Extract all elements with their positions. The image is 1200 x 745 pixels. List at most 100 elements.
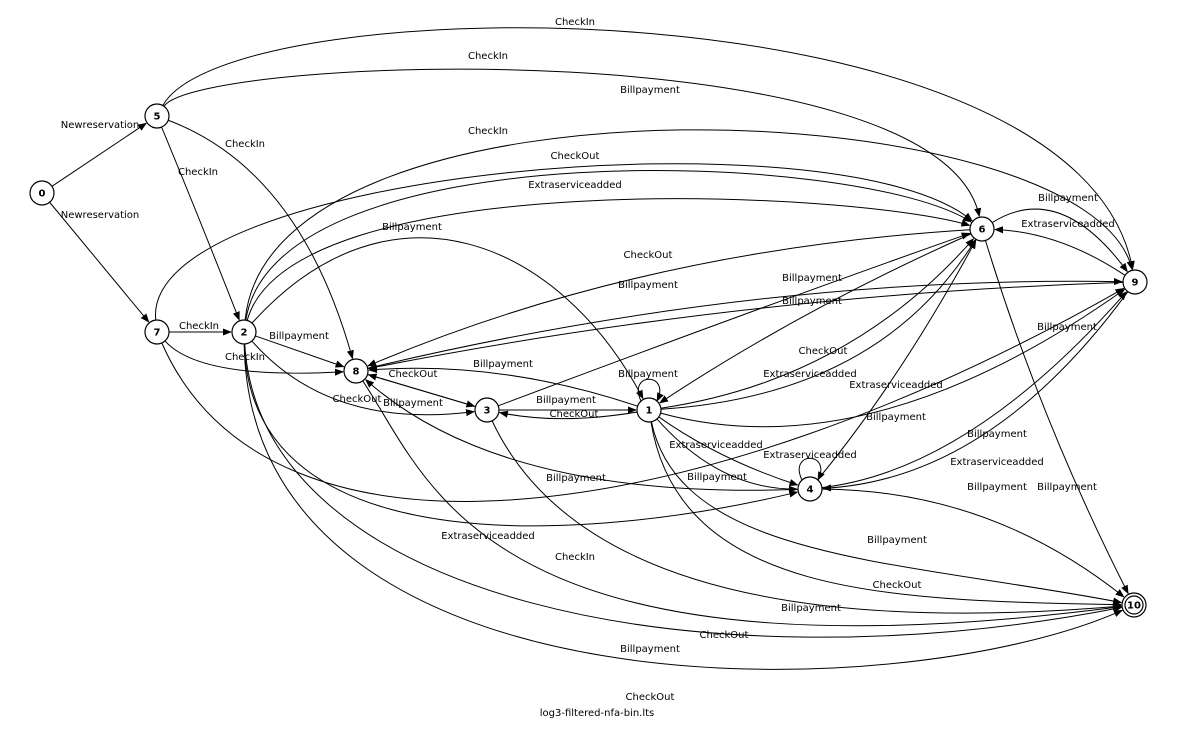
- edge-1-to-4: [658, 416, 799, 486]
- edge-5-to-2: [161, 126, 240, 321]
- edge-label-4-to-6: Extraserviceadded: [849, 380, 943, 391]
- edge-label-5-to-2: CheckIn: [178, 167, 218, 178]
- edge-label-1-to-3: CheckOut: [550, 409, 599, 420]
- edge-3-to-6: [498, 232, 971, 407]
- edge-label-3-to-6: Billpayment: [782, 296, 842, 307]
- edge-label-5-to-6: CheckIn: [468, 51, 508, 62]
- edge-1-to-8: [368, 365, 638, 407]
- edge-label-9-to-4: Extraserviceadded: [950, 457, 1044, 468]
- edge-7-to-8: [164, 340, 344, 376]
- diagram-caption: log3-filtered-nfa-bin.lts: [540, 708, 655, 719]
- state-node-10: 10: [1121, 592, 1147, 618]
- state-label-2: 2: [241, 328, 248, 339]
- edge-label-7-to-9: CheckIn: [555, 552, 595, 563]
- edge-9-to-6: [994, 226, 1126, 276]
- edge-2-to-4: [243, 343, 799, 527]
- edge-label-2-to-9: Billpayment: [620, 85, 680, 96]
- edge-1-to-6: [660, 239, 976, 410]
- state-node-4: 4: [797, 476, 823, 502]
- edge-1-to-10: [650, 421, 1123, 605]
- edge-2-to-10: [243, 343, 1123, 670]
- edge-label-6-to-10: Billpayment: [1037, 482, 1097, 493]
- edge-6-to-1: [659, 233, 972, 404]
- edge-9-to-8: [367, 281, 1124, 371]
- edge-0-to-5: [51, 122, 147, 187]
- edge-label-4-to-9: Billpayment: [967, 429, 1027, 440]
- edge-label-1-to-6: CheckOut: [799, 346, 848, 357]
- edge-label-1-to-10: Billpayment: [867, 535, 927, 546]
- edge-label-6-to-1: Billpayment: [866, 412, 926, 423]
- state-label-10: 10: [1127, 601, 1141, 612]
- edge-label-4-to-10: Billpayment: [967, 482, 1027, 493]
- edge-4-to-8: [365, 379, 799, 491]
- edge-label-0-to-5: Newreservation: [61, 120, 140, 131]
- state-node-7: 7: [144, 319, 170, 345]
- edge-2-to-3: [251, 340, 475, 417]
- edge-label-9-to-8: Billpayment: [782, 273, 842, 284]
- edge-label-5-to-8: CheckIn: [225, 139, 265, 150]
- state-label-6: 6: [979, 225, 986, 236]
- edge-0-to-7: [49, 201, 150, 323]
- edge-label-8-to-9: Billpayment: [618, 280, 678, 291]
- edge-label-1-to-8: Billpayment: [473, 359, 533, 370]
- state-label-4: 4: [807, 485, 814, 496]
- edge-label-4-to-4: Extraserviceadded: [763, 450, 857, 461]
- state-label-7: 7: [154, 328, 161, 339]
- edge-1-to-3: [498, 410, 638, 420]
- edge-label-1-to-9: Billpayment: [1037, 322, 1097, 333]
- edge-6-to-10: [985, 240, 1129, 595]
- edge-2-to-6: [245, 170, 972, 321]
- edge-label-2-to-6: CheckOut: [551, 151, 600, 162]
- edge-labels-layer: NewreservationNewreservationCheckInCheck…: [61, 17, 1115, 703]
- edge-label-8-to-10: CheckOut: [700, 630, 749, 641]
- edge-4-to-6: [817, 239, 977, 481]
- edge-label-2-to-1: Billpayment: [382, 222, 442, 233]
- edge-label-7-to-2: CheckIn: [179, 321, 219, 332]
- edge-6-to-8: [367, 229, 971, 367]
- edge-1-to-6: [660, 238, 975, 409]
- state-node-2: 2: [231, 319, 257, 345]
- edge-label-3-to-10: Billpayment: [781, 603, 841, 614]
- edge-1-to-10: [650, 421, 1122, 609]
- edge-6-to-9: [991, 208, 1128, 273]
- edge-8-to-10: [362, 380, 1123, 627]
- edge-label-2-to-6: Extraserviceadded: [528, 180, 622, 191]
- state-label-8: 8: [353, 367, 360, 378]
- state-node-3: 3: [474, 397, 500, 423]
- edge-label-0-to-7: Newreservation: [61, 210, 140, 221]
- edge-label-2-to-3: CheckOut: [333, 394, 382, 405]
- edge-2-to-1: [251, 237, 644, 400]
- state-node-9: 9: [1122, 269, 1148, 295]
- edge-4-to-9: [821, 291, 1128, 489]
- edge-2-to-8: [255, 335, 345, 368]
- edge-label-9-to-6: Extraserviceadded: [1021, 219, 1115, 230]
- edge-label-2-to-4: Extraserviceadded: [441, 531, 535, 542]
- edge-label-3-to-1: Billpayment: [536, 395, 596, 406]
- edge-3-to-8: [367, 373, 476, 408]
- state-node-8: 8: [343, 358, 369, 384]
- edge-label-2-to-10: Billpayment: [620, 644, 680, 655]
- edge-7-to-6: [155, 163, 973, 321]
- edge-label-7-to-8: CheckIn: [225, 352, 265, 363]
- edge-label-1-to-1: Billpayment: [618, 369, 678, 380]
- edges-layer: [49, 27, 1135, 670]
- edge-label-1-to-10: CheckOut: [873, 580, 922, 591]
- edge-5-to-8: [168, 119, 354, 360]
- edge-label-2-to-8: Billpayment: [269, 331, 329, 342]
- edge-label-8-to-3: CheckOut: [389, 369, 438, 380]
- edge-label-4-to-8: Billpayment: [546, 473, 606, 484]
- state-node-1: 1: [636, 397, 662, 423]
- edge-label-3-to-8: Billpayment: [383, 398, 443, 409]
- edge-5-to-6: [163, 68, 982, 218]
- edge-label-6-to-9: Billpayment: [1038, 193, 1098, 204]
- edge-label-5-to-9: CheckIn: [555, 17, 595, 28]
- edge-7-to-9: [161, 287, 1125, 502]
- edge-label-2-to-10: CheckOut: [626, 692, 675, 703]
- edge-1-to-4: [656, 418, 798, 493]
- edge-label-1-to-4: Extraserviceadded: [669, 440, 763, 451]
- edge-5-to-9: [162, 27, 1135, 271]
- state-label-5: 5: [154, 112, 161, 123]
- edge-4-to-4: [798, 457, 825, 481]
